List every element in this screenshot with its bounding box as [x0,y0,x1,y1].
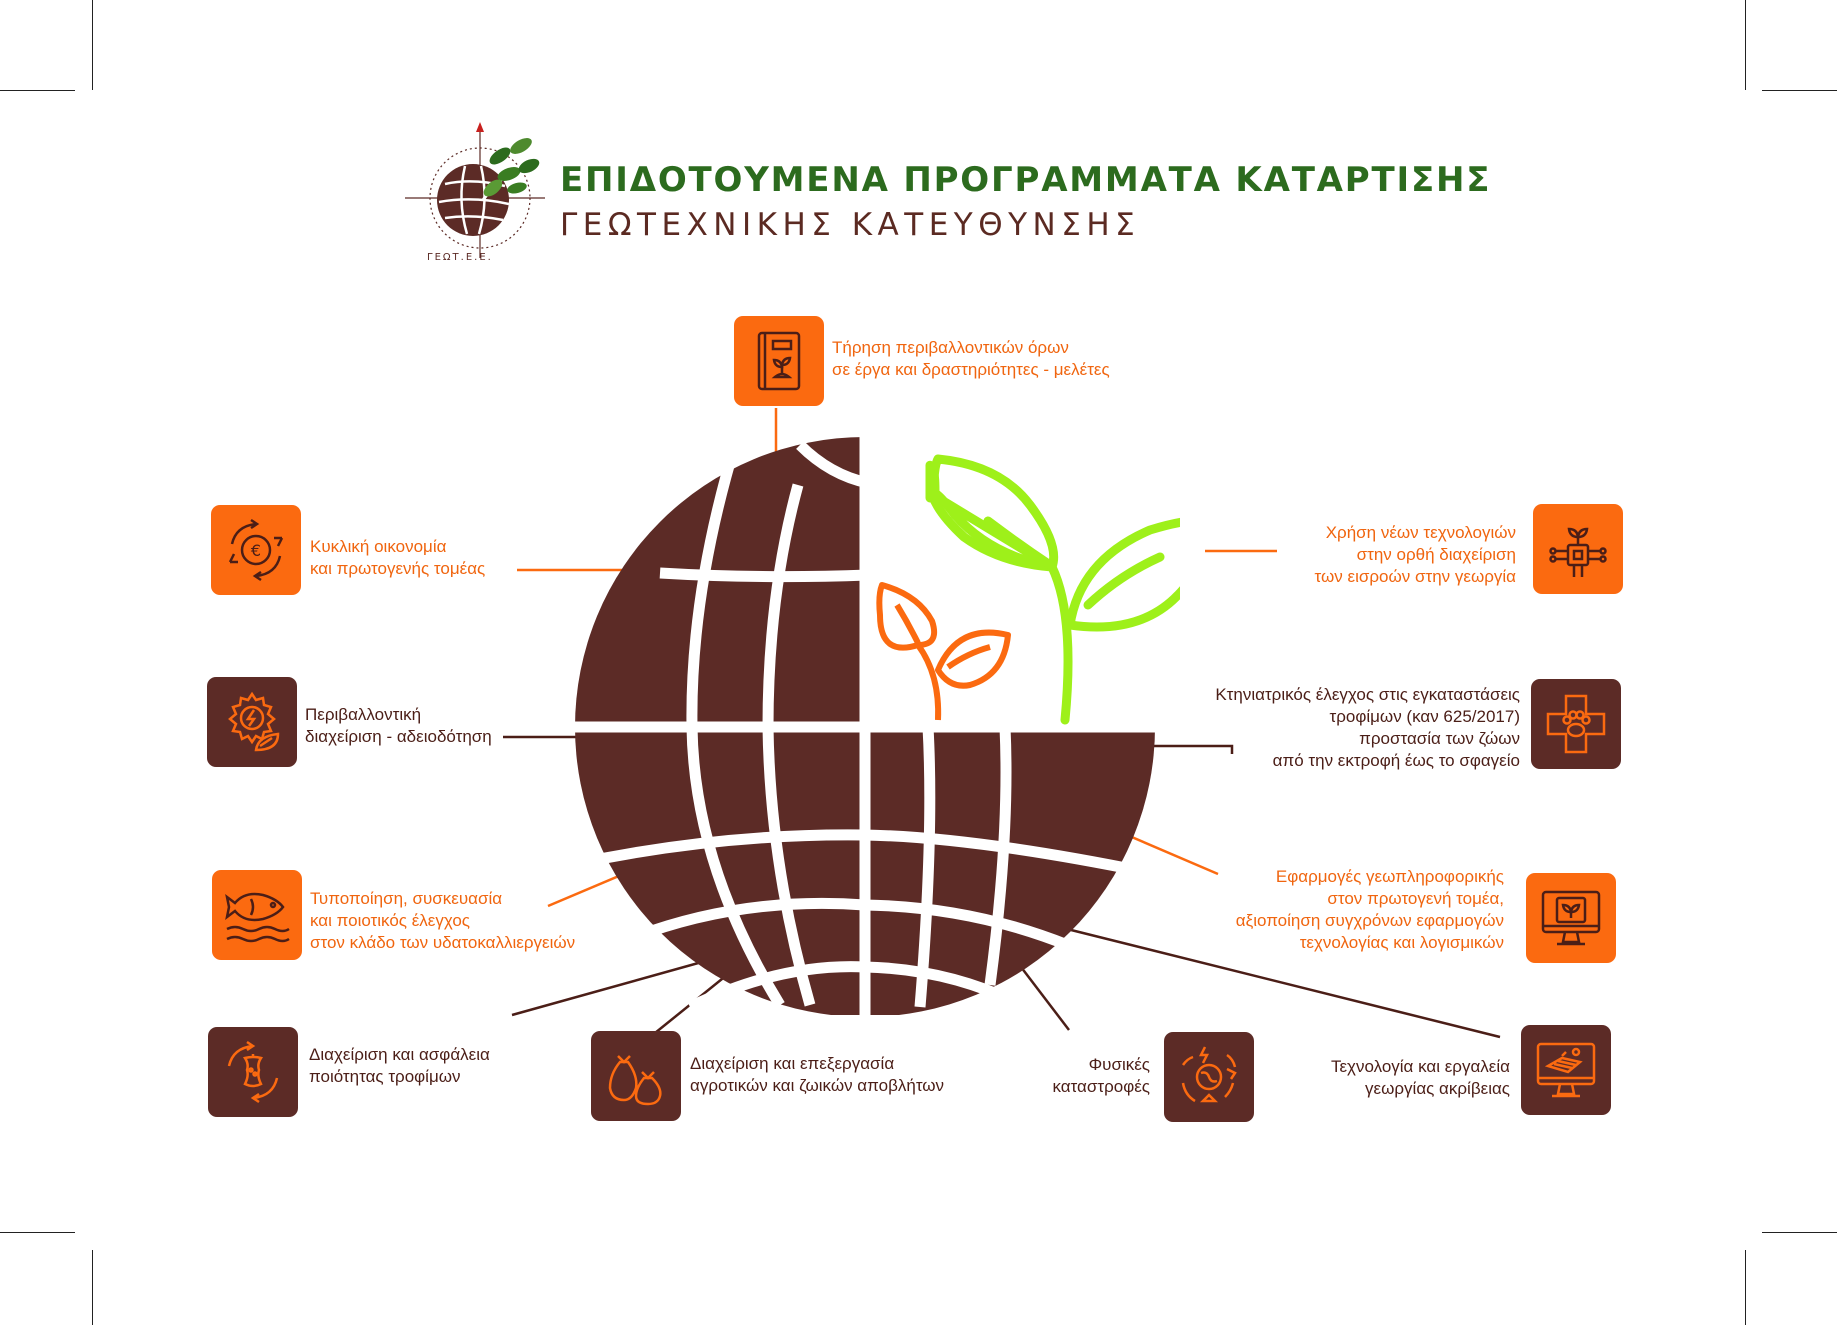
monitor-field-icon [1536,1042,1596,1098]
page-title: ΕΠΙΔΟΤΟΥΜΕΝΑ ΠΡΟΓΡΑΜΜΑΤΑ ΚΑΤΑΡΤΙΣΗΣ [560,160,1492,200]
veterinary-control-label: Κτηνιατρικός έλεγχος στις εγκαταστάσεις … [1215,685,1520,770]
green-sprout [925,454,1210,725]
circular-economy-icon-box: € [211,505,301,595]
waste-management-icon-box [591,1031,681,1121]
aquaculture-icon-box [212,870,302,960]
earth-disaster-icon [1181,1046,1237,1103]
crop-mark [92,0,93,90]
globe-lower-right [865,727,1155,1015]
crop-mark [0,1232,75,1233]
organization-logo: ΓΕΩΤ.Ε.Ε. [405,122,550,272]
new-technologies-icon-box [1533,504,1623,594]
central-globe-illustration [560,395,1210,1035]
waste-bags-icon [608,1055,662,1106]
veterinary-control-icon-box [1531,679,1621,769]
geoinformatics-icon-box [1526,873,1616,963]
food-safety-icon-box [208,1027,298,1117]
book-plant-icon [757,331,801,391]
crop-mark [1762,90,1837,91]
chip-plant-icon [1549,527,1607,577]
precision-agriculture-label: Τεχνολογία και εργαλεία γεωργίας ακρίβει… [1330,1057,1510,1098]
natural-disasters-icon-box [1164,1032,1254,1122]
environmental-management-icon-box [207,677,297,767]
waste-management-label: Διαχείριση και επεξεργασία αγροτικών και… [690,1054,945,1095]
page-subtitle: ΓΕΩΤΕΧΝΙΚΗΣ ΚΑΤΕΥΘΥΝΣΗΣ [560,207,1141,243]
natural-disasters-label: Φυσικές καταστροφές [1052,1055,1150,1096]
food-safety-label: Διαχείριση και ασφάλεια ποιότητας τροφίμ… [309,1045,490,1086]
monitor-plant-icon [1541,890,1601,946]
environmental-terms-label: Τήρηση περιβαλλοντικών όρων σε έργα και … [832,338,1110,379]
crop-mark [1745,0,1746,90]
logo-text: ΓΕΩΤ.Ε.Ε. [427,252,493,263]
svg-text:€: € [251,541,261,560]
geoinformatics-label: Εφαρμογές γεωπληροφορικής στον πρωτογενή… [1235,867,1504,952]
new-technologies-label: Χρήση νέων τεχνολογιών στην ορθή διαχείρ… [1314,523,1516,586]
circular-economy-label: Κυκλική οικονομία και πρωτογενής τομέας [310,537,486,578]
environmental-terms-icon-box [734,316,824,406]
veterinary-paw-icon [1546,694,1606,754]
crop-mark [1745,1250,1746,1325]
environmental-management-label: Περιβαλλοντική διαχείριση - αδειοδότηση [305,705,492,746]
crop-mark [92,1250,93,1325]
precision-agriculture-icon-box [1521,1025,1611,1115]
crop-mark [0,90,75,91]
gear-energy-leaf-icon [228,691,280,752]
crop-mark [1762,1232,1837,1233]
euro-cycle-icon: € [228,518,284,582]
apple-core-cycle-icon [227,1040,279,1104]
aquaculture-label: Τυποποίηση, συσκευασία και ποιοτικός έλε… [310,889,576,952]
fish-waves-icon [225,892,290,943]
orange-sprout [876,582,1011,721]
